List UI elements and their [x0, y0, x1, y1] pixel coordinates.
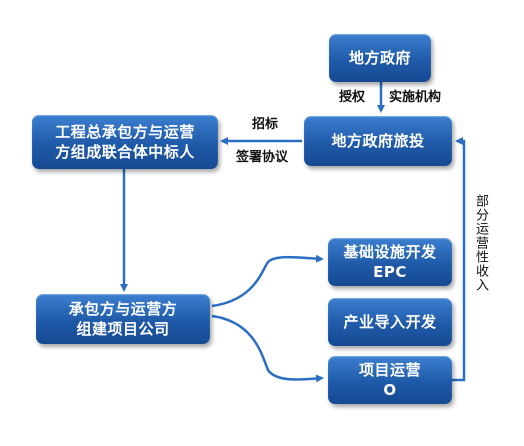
project-company-line2: 组建项目公司 — [76, 320, 170, 338]
partial-revenue-label: 部分运营性收入 — [473, 194, 488, 292]
arrow-operation-to-investment — [451, 137, 466, 382]
local-government-investment-label: 地方政府旅投 — [331, 132, 425, 150]
project-operation-line1: 项目运营 — [358, 361, 421, 379]
project-operation-line2: O — [383, 381, 397, 399]
industry-introduction-label: 产业导入开发 — [343, 313, 437, 331]
sign-agreement-label: 签署协议 — [236, 150, 289, 165]
industry-introduction-box: 产业导入开发 — [328, 298, 452, 346]
project-operation-box: 项目运营 O — [328, 356, 452, 404]
consortium-winner-box: 工程总承包方与运营 方组成联合体中标人 — [32, 115, 218, 169]
consortium-winner-line1: 工程总承包方与运营 — [55, 123, 195, 141]
local-government-box: 地方政府 — [329, 34, 431, 82]
infrastructure-epc-line1: 基础设施开发 — [343, 243, 437, 261]
local-government-investment-box: 地方政府旅投 — [304, 116, 452, 166]
arrow-company-to-infra — [211, 254, 324, 308]
authorize-label: 授权 — [339, 90, 366, 105]
bidding-label: 招标 — [252, 117, 279, 132]
arrow-company-to-operation — [211, 314, 324, 383]
project-company-box: 承包方与运营方 组建项目公司 — [36, 294, 210, 344]
local-government-label: 地方政府 — [348, 49, 411, 67]
infrastructure-epc-line2: EPC — [373, 263, 407, 281]
project-company-line1: 承包方与运营方 — [68, 300, 178, 318]
infrastructure-epc-box: 基础设施开发 EPC — [328, 238, 452, 286]
implementing-agency-label: 实施机构 — [389, 90, 442, 105]
consortium-winner-line2: 方组成联合体中标人 — [55, 143, 195, 161]
